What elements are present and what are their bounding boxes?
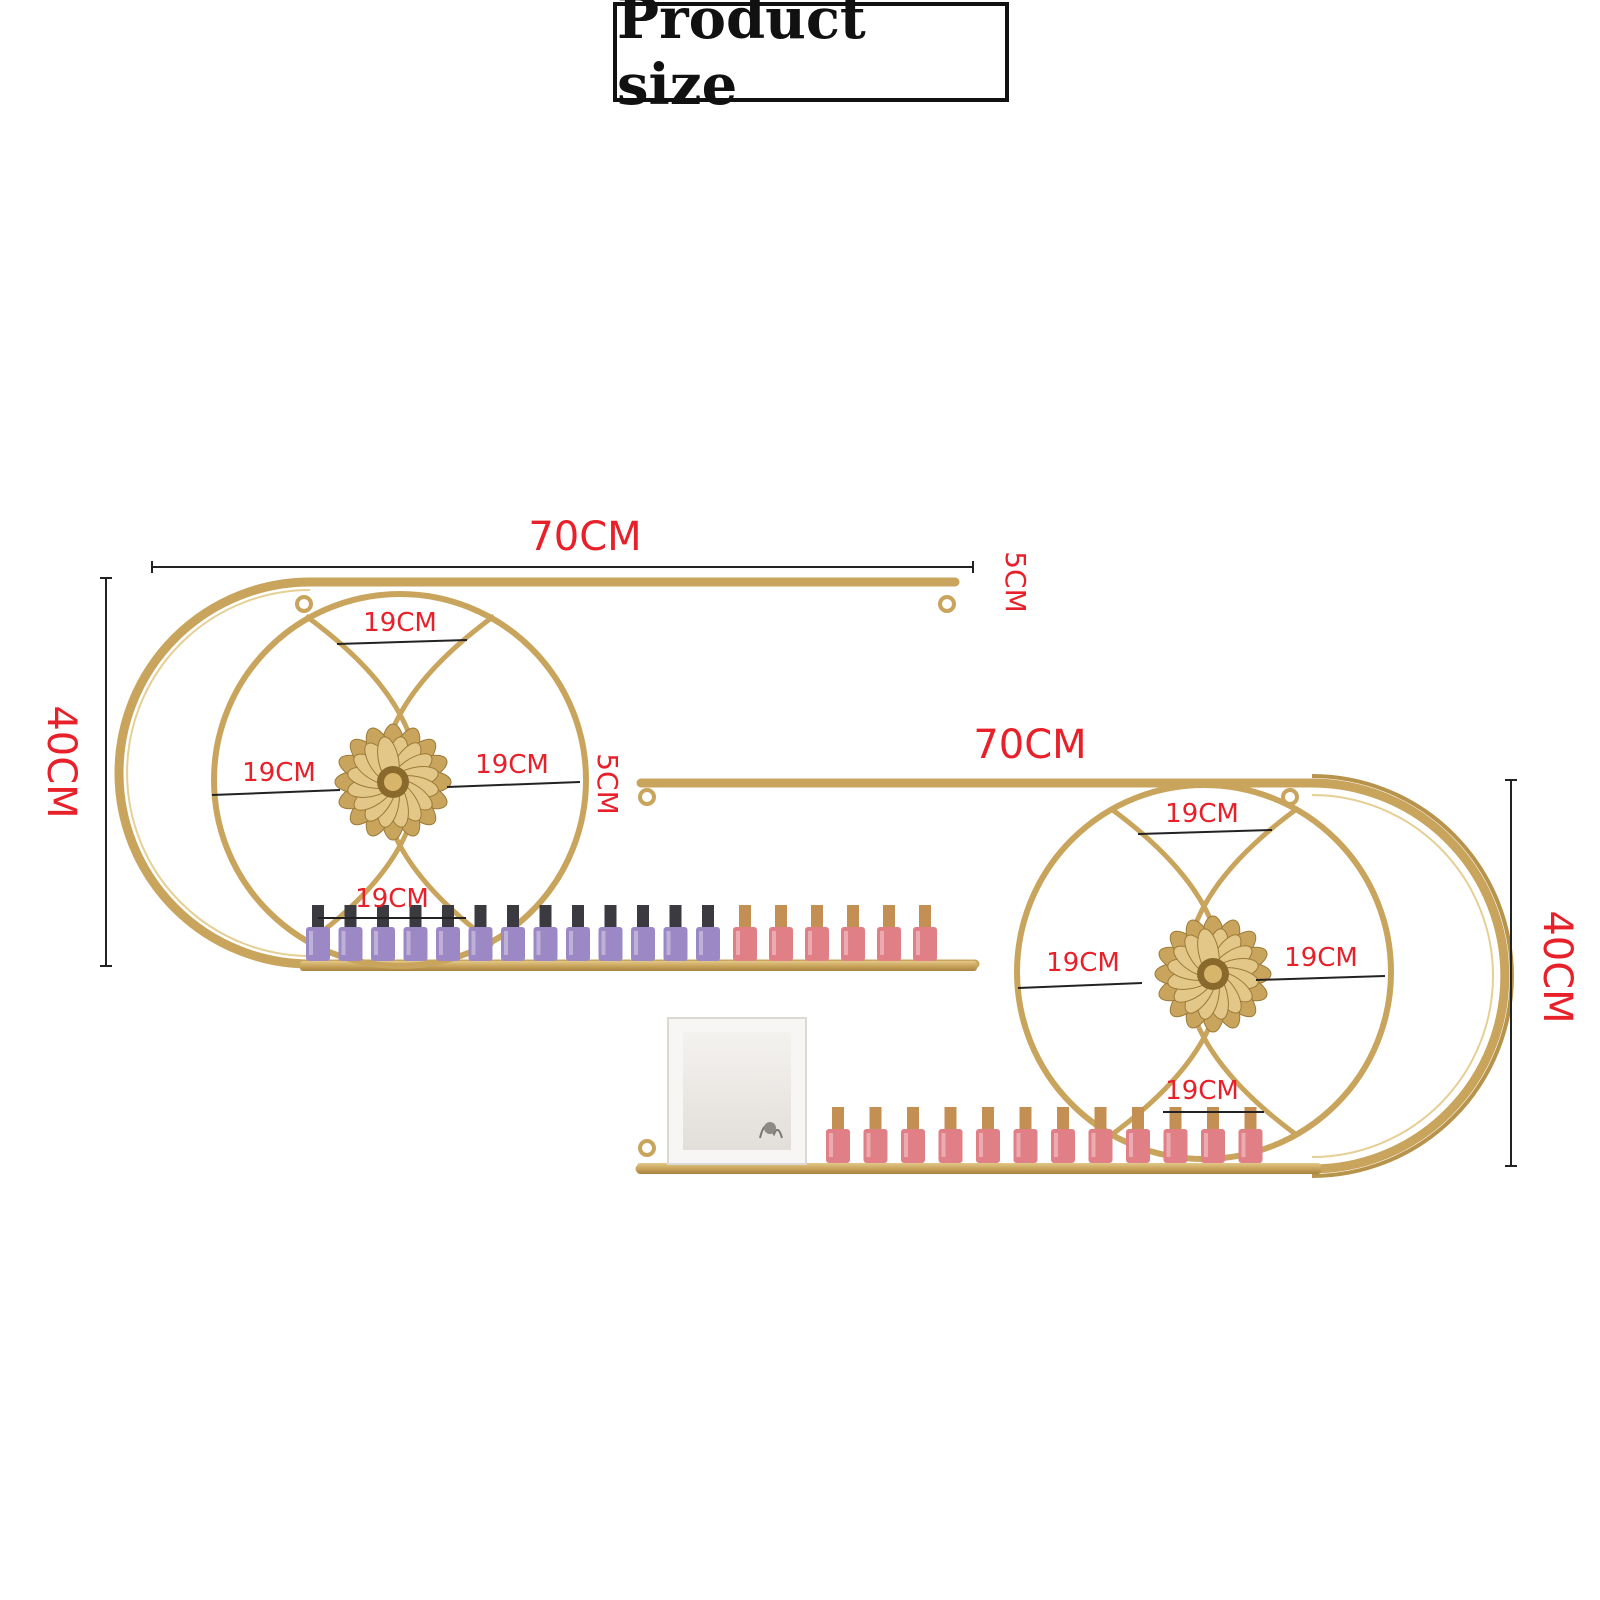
nail-polish-bottle (841, 905, 865, 961)
title-box: Product size (613, 0, 1009, 118)
dim-left-width-label: 70CM (528, 514, 641, 560)
dim-left-circle-left-label: 19CM (242, 758, 316, 788)
dim-left-height-label: 40CM (38, 705, 84, 818)
shelf-left-ring (211, 591, 589, 969)
page-title: Product size (617, 0, 866, 118)
shelf-right-bottom-plate (637, 1163, 1321, 1174)
shelf-left-hook-right (938, 595, 956, 613)
dim-right-circle-right-label: 19CM (1284, 943, 1358, 973)
shelf-left-hook-left (295, 595, 313, 613)
nail-polish-bottle (598, 905, 623, 961)
nail-polish-bottle (1051, 1107, 1075, 1163)
nail-polish-bottle (436, 905, 460, 961)
shelf-right (635, 774, 1514, 1178)
dim-right-depth-label: 5CM (591, 753, 624, 815)
nail-polish-bottle (403, 905, 428, 961)
dim-left-circle-right-label: 19CM (475, 750, 549, 780)
nail-polish-bottle (1013, 1107, 1038, 1163)
shelf-left-bottom-plate (300, 961, 977, 971)
shelf-left (114, 577, 980, 971)
nail-polish-bottle (468, 905, 493, 961)
dim-right-height-label: 40CM (1534, 910, 1580, 1023)
dim-left-circle-right-line (446, 781, 581, 788)
nail-polish-bottle (769, 905, 793, 961)
dim-right-circle-top-label: 19CM (1165, 799, 1239, 829)
nail-polish-bottle (938, 1107, 963, 1163)
shelf-left-frame-inner (126, 589, 311, 957)
dim-right-circle-bottom-label: 19CM (1165, 1076, 1239, 1106)
shelf-left-frame (114, 577, 980, 969)
dim-right-width-label: 70CM (973, 722, 1086, 768)
shelf-right-frame (635, 778, 1510, 1174)
shelf-left-bottles (306, 905, 937, 961)
nail-polish-bottle (371, 905, 395, 961)
dim-right-circle-left-line (1017, 982, 1143, 989)
nail-polish-bottle (306, 905, 330, 961)
nail-polish-bottle (1088, 1107, 1113, 1163)
nail-polish-bottle (863, 1107, 888, 1163)
shelf-right-mirror (667, 1017, 807, 1165)
nail-polish-bottle (976, 1107, 1000, 1163)
dim-left-circle-top-label: 19CM (363, 608, 437, 638)
shelf-right-frame-outer-band (1311, 774, 1514, 1178)
nail-polish-bottle (913, 905, 937, 961)
shelf-right-hook-left (638, 788, 656, 806)
dim-right-circle-left-label: 19CM (1046, 948, 1120, 978)
nail-polish-bottle (501, 905, 525, 961)
nail-polish-bottle (805, 905, 829, 961)
nail-polish-bottle (733, 905, 757, 961)
nail-polish-bottle (696, 905, 720, 961)
nail-polish-bottle (1238, 1107, 1263, 1163)
nail-polish-bottle (901, 1107, 925, 1163)
nail-polish-bottle (877, 905, 901, 961)
nail-polish-bottle (1163, 1107, 1188, 1163)
shelf-right-hook-bottom (638, 1139, 656, 1157)
nail-polish-bottle (631, 905, 655, 961)
dim-left-circle-top-line (336, 639, 468, 645)
shelf-left-flower (334, 723, 452, 841)
nail-polish-bottle (338, 905, 363, 961)
dim-left-depth-label: 5CM (999, 551, 1032, 613)
nail-polish-bottle (663, 905, 688, 961)
dim-right-circle-top-line (1137, 829, 1273, 835)
shelf-right-bottles (826, 1107, 1263, 1163)
nail-polish-bottle (1126, 1107, 1150, 1163)
nail-polish-bottle (1201, 1107, 1225, 1163)
dim-left-circle-bottom-label: 19CM (355, 884, 429, 914)
dim-right-circle-right-line (1255, 975, 1386, 981)
dim-left-circle-left-line (211, 789, 341, 796)
dimension-lines (100, 561, 1517, 1167)
nail-polish-bottle (533, 905, 558, 961)
nail-polish-bottle (566, 905, 590, 961)
shelf-right-frame-inner (1311, 794, 1494, 1158)
shelf-right-flower (1154, 915, 1272, 1033)
nail-polish-bottle (826, 1107, 850, 1163)
